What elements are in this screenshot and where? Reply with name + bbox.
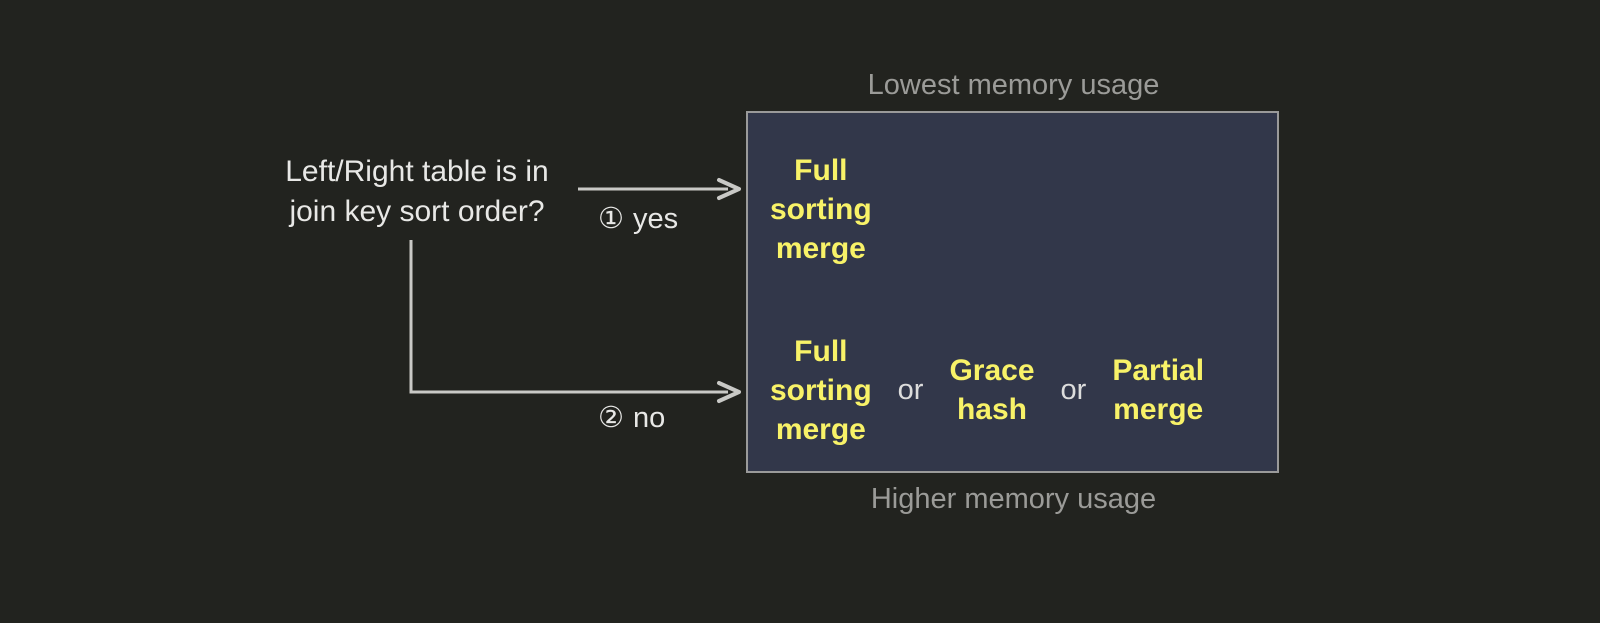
connector-no-arrow: [409, 240, 741, 403]
branch-marker-1: ①: [598, 203, 624, 235]
option-grace-hash: Grace hash: [949, 354, 1035, 426]
decision-question: Left/Right table is in join key sort ord…: [285, 155, 549, 228]
connector-yes-arrow: [578, 178, 741, 200]
option-full-sorting-merge-sorted: Full sorting merge: [770, 153, 872, 265]
branch-text-no: no: [633, 402, 666, 434]
sorted-input-options-row: Full sorting merge: [748, 139, 1277, 279]
option-partial-merge: Partial merge: [1112, 354, 1205, 426]
option-full-sorting-merge-unsorted: Full sorting merge: [770, 334, 872, 446]
branch-label-yes: ① yes: [598, 205, 678, 234]
unsorted-input-options-row: Full sorting merge or Grace hash or Part…: [748, 325, 1277, 455]
option-separator-2: or: [1060, 373, 1087, 406]
branch-text-yes: yes: [633, 203, 679, 235]
caption-lowest-memory-usage: Lowest memory usage: [867, 69, 1160, 101]
branch-marker-2: ②: [598, 402, 624, 434]
caption-higher-memory-usage: Higher memory usage: [870, 483, 1157, 515]
option-separator-1: or: [897, 373, 924, 406]
branch-label-no: ② no: [598, 404, 665, 433]
join-strategy-box: Full sorting merge Full sorting merge or…: [746, 111, 1279, 473]
